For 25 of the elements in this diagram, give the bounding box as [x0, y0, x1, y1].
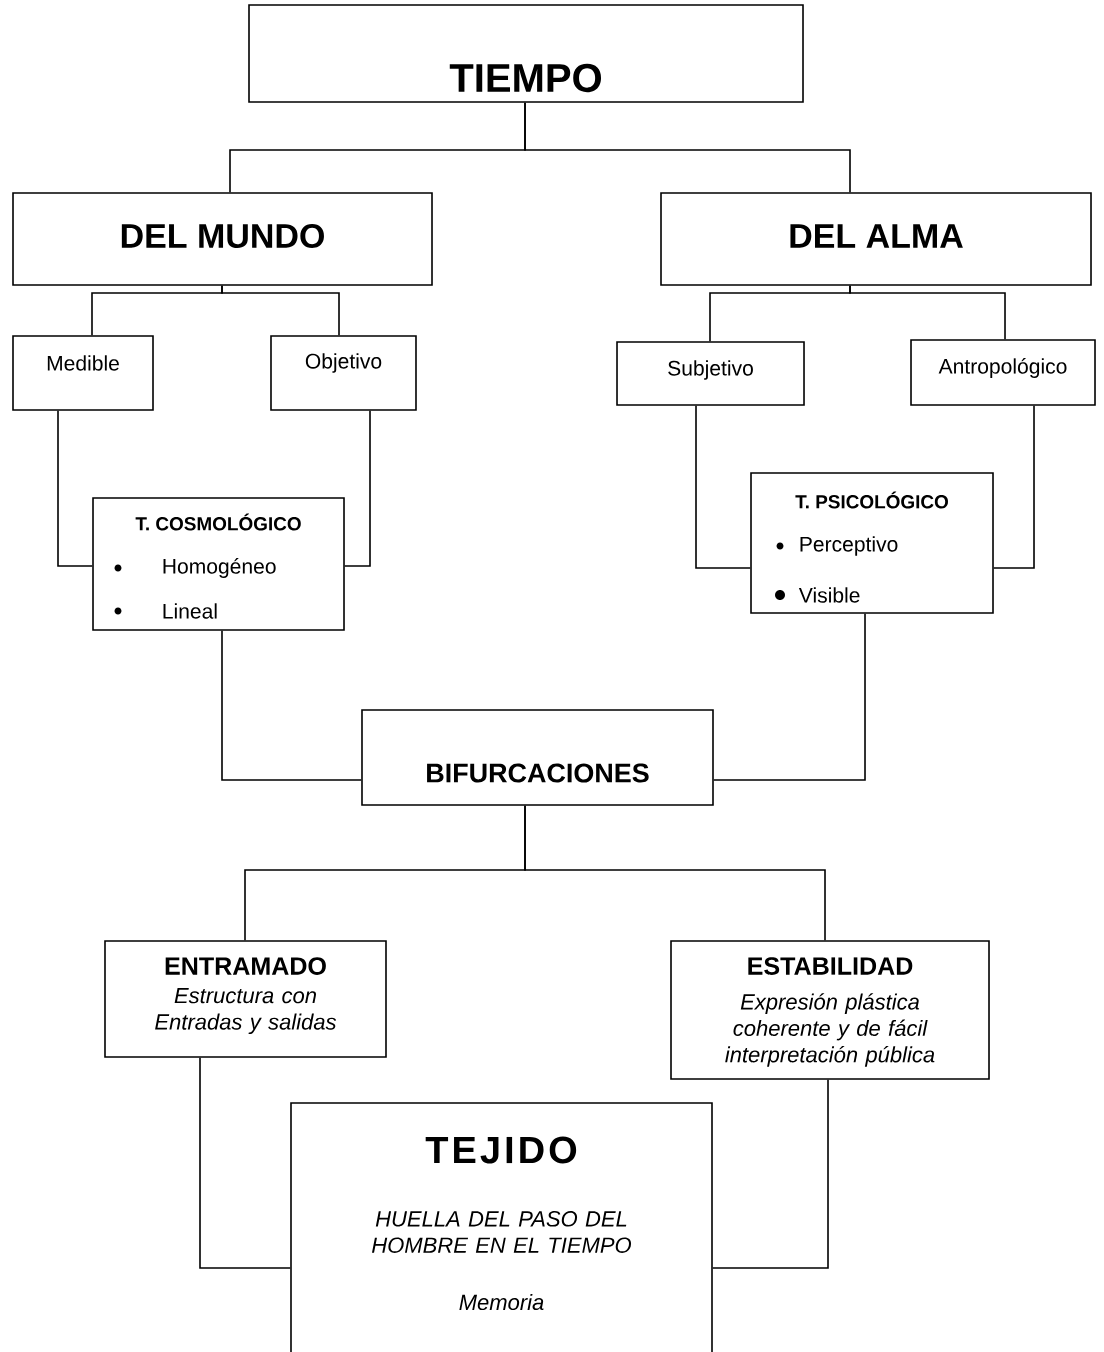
connector-line	[221, 285, 340, 336]
connector-line	[712, 1079, 829, 1269]
box: BIFURCACIONES	[361, 709, 714, 806]
connector-line	[221, 630, 362, 781]
box: ESTABILIDAD Expresión plástica coherente y de fácil interpretación pública	[670, 940, 990, 1080]
connector-line	[57, 410, 93, 567]
connector-line	[524, 102, 851, 193]
box: Subjetivo	[616, 341, 805, 406]
connector-line	[524, 805, 826, 941]
box: DEL MUNDO	[12, 192, 433, 286]
box: ENTRAMADO Estructura con Entradas y salidas	[104, 940, 387, 1058]
box: DEL ALMA	[660, 192, 1092, 286]
box: Medible	[12, 335, 154, 411]
connector-line	[993, 405, 1035, 569]
list-box: T. PSICOLÓGICO Perceptivo Visible	[750, 472, 994, 614]
connector-line	[849, 285, 1006, 340]
list-box: T. COSMOLÓGICO Homogéneo Lineal	[92, 497, 345, 631]
connector-line	[713, 613, 866, 781]
connector-line	[344, 410, 371, 567]
box: Objetivo	[270, 335, 417, 411]
text-box: TEJIDO HUELLA DEL PASO DEL HOMBRE EN EL TIEMPO Memoria	[290, 1102, 713, 1352]
connector-line	[695, 405, 751, 569]
connector-line	[199, 1057, 291, 1269]
box: TIEMPO	[248, 4, 804, 103]
box: Antropológico	[910, 339, 1096, 406]
